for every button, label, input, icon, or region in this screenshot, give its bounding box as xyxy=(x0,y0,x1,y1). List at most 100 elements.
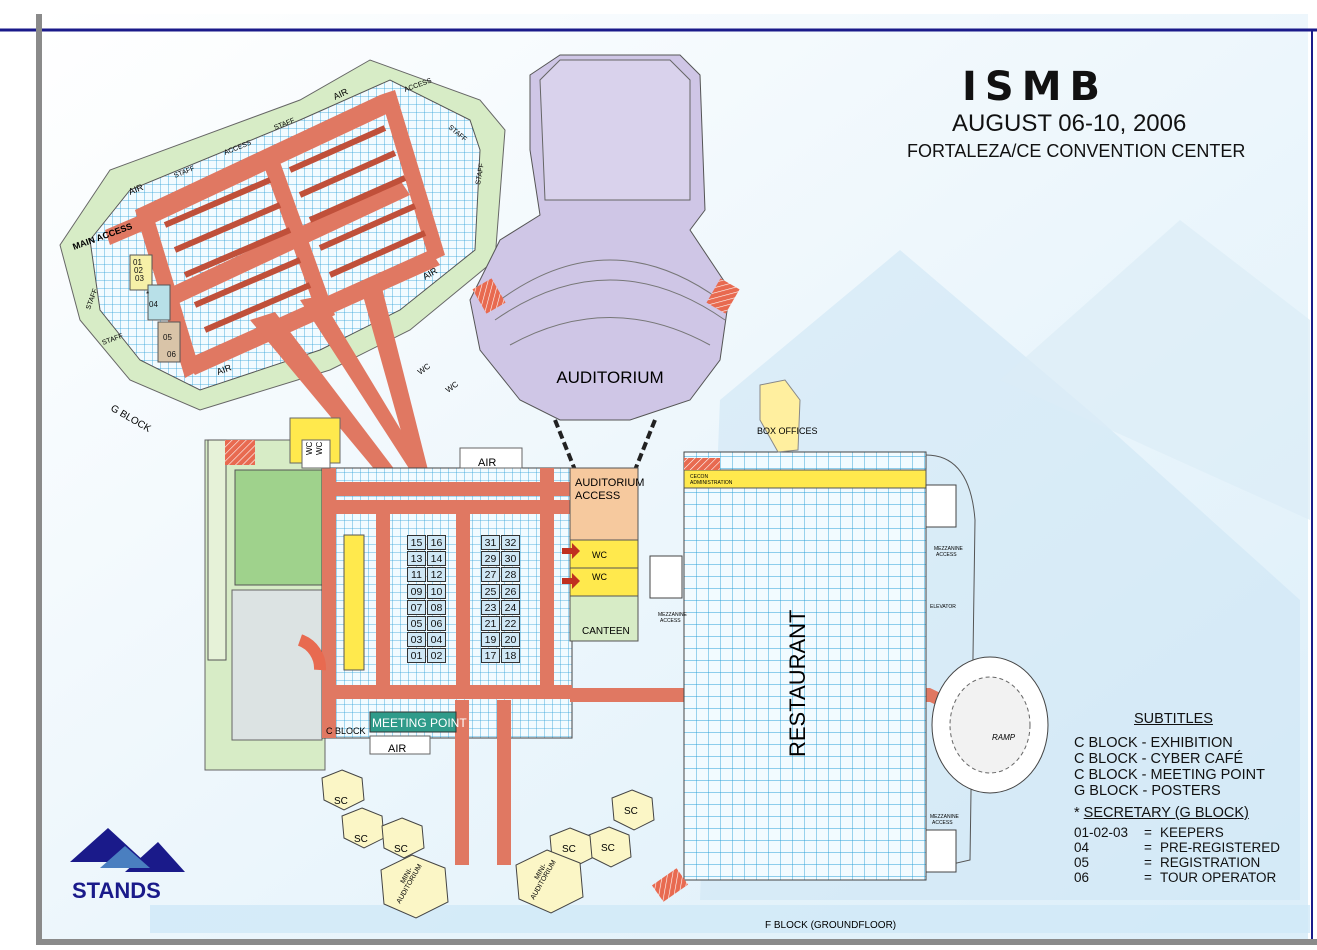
left-stand-05: 05 xyxy=(407,616,426,631)
restaurant-area xyxy=(649,379,1049,902)
right-stand-20: 20 xyxy=(501,632,520,648)
legend-item: G BLOCK - POSTERS xyxy=(1074,783,1221,799)
right-stand-18: 18 xyxy=(501,648,520,664)
secretary-desk-04: 04 xyxy=(149,300,158,309)
secretary-desc: KEEPERS xyxy=(1160,825,1224,840)
right-stand-23: 23 xyxy=(481,599,500,615)
meeting-point-label: MEETING POINT xyxy=(372,716,467,730)
c-block xyxy=(204,417,573,865)
left-stand-13: 13 xyxy=(407,551,426,567)
wc-label-a1: WC xyxy=(592,550,607,560)
secretary-desc: TOUR OPERATOR xyxy=(1160,870,1277,885)
right-stand-17: 17 xyxy=(481,648,500,664)
secretary-sep: = xyxy=(1144,840,1152,855)
meeting-point-box xyxy=(369,711,457,733)
administration-label: ADMINISTRATION xyxy=(690,480,733,486)
auditorium-access-area xyxy=(562,467,639,642)
left-stand-15: 15 xyxy=(407,535,426,550)
secretary-code: 06 xyxy=(1074,870,1090,885)
mezzanine-access-label-2: ACCESS xyxy=(660,618,681,624)
mezzanine-access-label-3: ACCESS xyxy=(932,820,953,826)
wc-label-c1: WC xyxy=(305,441,314,455)
sc-label-6: SC xyxy=(562,844,576,855)
secretary-desc: PRE-REGISTERED xyxy=(1160,840,1281,855)
stands-logo-text: STANDS xyxy=(72,878,161,903)
event-venue: FORTALEZA/CE CONVENTION CENTER xyxy=(907,141,1246,161)
stands-logo xyxy=(70,828,185,872)
right-stand-21: 21 xyxy=(481,616,500,631)
legend-item: C BLOCK - MEETING POINT xyxy=(1074,767,1265,783)
secretary-sep: = xyxy=(1144,825,1152,840)
auditorium-building xyxy=(469,54,740,471)
box-offices-label: BOX OFFICES xyxy=(757,426,818,436)
left-stand-06: 06 xyxy=(427,616,446,631)
left-stand-16: 16 xyxy=(427,535,446,550)
auditorium-access-label-1: AUDITORIUM xyxy=(575,477,644,489)
left-frame-bar xyxy=(36,14,42,940)
sc-label-1: SC xyxy=(334,796,348,807)
secretary-desc: REGISTRATION xyxy=(1160,855,1261,870)
restaurant-label: RESTAURANT xyxy=(785,610,810,758)
mezzanine-access-label-1: ACCESS xyxy=(936,552,957,558)
c-block-label: C BLOCK xyxy=(326,726,366,736)
wc-label-a2: WC xyxy=(592,572,607,582)
right-stand-27: 27 xyxy=(481,567,500,583)
left-stand-09: 09 xyxy=(407,583,426,599)
elevator-label: ELEVATOR xyxy=(930,604,956,610)
right-stand-19: 19 xyxy=(481,632,500,648)
secretary-item: 04 = PRE-REGISTERED xyxy=(1074,840,1309,855)
left-stand-01: 01 xyxy=(407,648,426,664)
right-stand-30: 30 xyxy=(501,551,520,567)
secretary-heading-text: SECRETARY (G BLOCK) xyxy=(1083,805,1249,821)
event-dates: AUGUST 06-10, 2006 xyxy=(952,110,1187,137)
left-stand-14: 14 xyxy=(427,551,446,567)
legend-heading: SUBTITLES xyxy=(1134,711,1213,727)
secretary-item: 06 = TOUR OPERATOR xyxy=(1074,870,1309,885)
secretary-desk-star: * xyxy=(146,290,150,299)
sc-label-3: SC xyxy=(394,844,408,855)
right-stand-29: 29 xyxy=(481,551,500,567)
right-stand-26: 26 xyxy=(501,583,520,599)
air-label-c2: AIR xyxy=(388,743,406,755)
cyber-cafe-hexagons xyxy=(321,769,655,919)
secretary-item: 05 = REGISTRATION xyxy=(1074,855,1309,870)
sc-label-4: SC xyxy=(624,806,638,817)
secretary-desk-02: 02 xyxy=(134,266,143,275)
air-label-g4: AIR xyxy=(215,362,233,377)
right-stand-25: 25 xyxy=(481,583,500,599)
mezzanine-label-3: MEZZANINE xyxy=(930,814,960,820)
secretary-item: 01-02-03=KEEPERS xyxy=(1074,825,1309,840)
mezzanine-label-1: MEZZANINE xyxy=(934,546,964,552)
canteen-label: CANTEEN xyxy=(582,626,630,637)
secretary-heading: * SECRETARY (G BLOCK) xyxy=(1074,805,1249,821)
right-stand-31: 31 xyxy=(481,535,500,550)
mezzanine-label-2: MEZZANINE xyxy=(658,612,688,618)
left-stand-07: 07 xyxy=(407,599,426,615)
secretary-desk-03: 03 xyxy=(135,274,144,283)
secretary-code: 05 xyxy=(1074,855,1090,870)
left-stand-03: 03 xyxy=(407,632,426,648)
ramp-label: RAMP xyxy=(992,733,1016,742)
legend-item: C BLOCK - EXHIBITION xyxy=(1074,735,1233,751)
staff-label-g4: STAFF xyxy=(475,163,486,186)
right-stand-28: 28 xyxy=(501,567,520,583)
left-stand-12: 12 xyxy=(427,567,446,583)
secretary-sep: = xyxy=(1144,855,1152,870)
right-stand-22: 22 xyxy=(501,616,520,631)
legend-item: C BLOCK - CYBER CAFÉ xyxy=(1074,751,1244,767)
right-stand-24: 24 xyxy=(501,599,520,615)
sc-label-2: SC xyxy=(354,834,368,845)
secretary-desk-01: 01 xyxy=(133,258,142,267)
right-stand-32: 32 xyxy=(501,535,520,550)
secretary-sep: = xyxy=(1144,870,1152,885)
left-stand-08: 08 xyxy=(427,599,446,615)
event-title: ISMB xyxy=(962,64,1108,110)
left-stand-04: 04 xyxy=(427,632,446,648)
auditorium-label: AUDITORIUM xyxy=(556,368,663,387)
f-block-label: F BLOCK (GROUNDFLOOR) xyxy=(765,920,896,931)
secretary-code: 04 xyxy=(1074,840,1090,855)
left-stand-11: 11 xyxy=(407,567,426,583)
auditorium-access-label-2: ACCESS xyxy=(575,490,620,502)
